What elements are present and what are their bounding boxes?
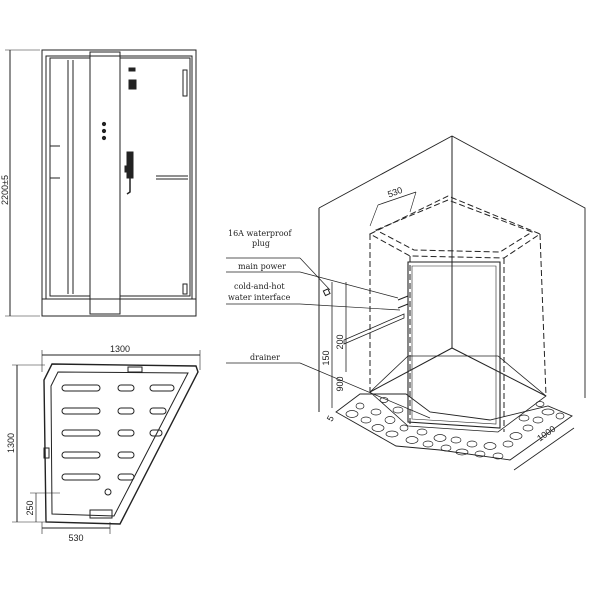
iso-dim-900: 900 — [335, 376, 345, 391]
iso-base-dim: 1000 — [535, 424, 557, 444]
callout-interface-line2: water interface — [228, 293, 291, 302]
right-door-panel — [119, 57, 191, 297]
shower-holder-icon — [126, 151, 134, 179]
iso-dim-5: 5 — [325, 414, 336, 423]
iso-top-dim: 530 — [386, 185, 404, 200]
shower-tray — [43, 363, 199, 525]
left-glass-panel — [49, 57, 91, 297]
iso-dim-150: 150 — [321, 350, 331, 365]
plan-view — [12, 350, 201, 534]
center-column — [89, 51, 121, 315]
callout-interface-line1: cold-and-hot — [234, 282, 285, 291]
callout-drainer: drainer — [250, 353, 280, 362]
plan-seat-dim: 250 — [25, 500, 35, 515]
callout-plug-line1: 16A waterproof — [228, 229, 292, 238]
front-view — [5, 49, 197, 317]
plan-width-dim: 1300 — [110, 344, 130, 354]
plan-depth-dim: 1300 — [6, 433, 16, 453]
front-frame — [41, 49, 197, 317]
iso-dim-200: 200 — [335, 334, 345, 349]
callout-main-power: main power — [238, 262, 286, 271]
enclosure-top — [368, 195, 542, 259]
plan-bottom-dim: 530 — [68, 533, 83, 543]
pebbles — [345, 397, 565, 460]
pebble-floor — [335, 393, 573, 461]
drain-icon — [104, 488, 112, 496]
callout-lines — [226, 257, 431, 419]
control-panel-icon — [128, 79, 137, 90]
isometric-view — [318, 135, 586, 471]
front-height-dim: 2200±5 — [0, 175, 10, 205]
callout-plug-line2: plug — [252, 239, 270, 248]
